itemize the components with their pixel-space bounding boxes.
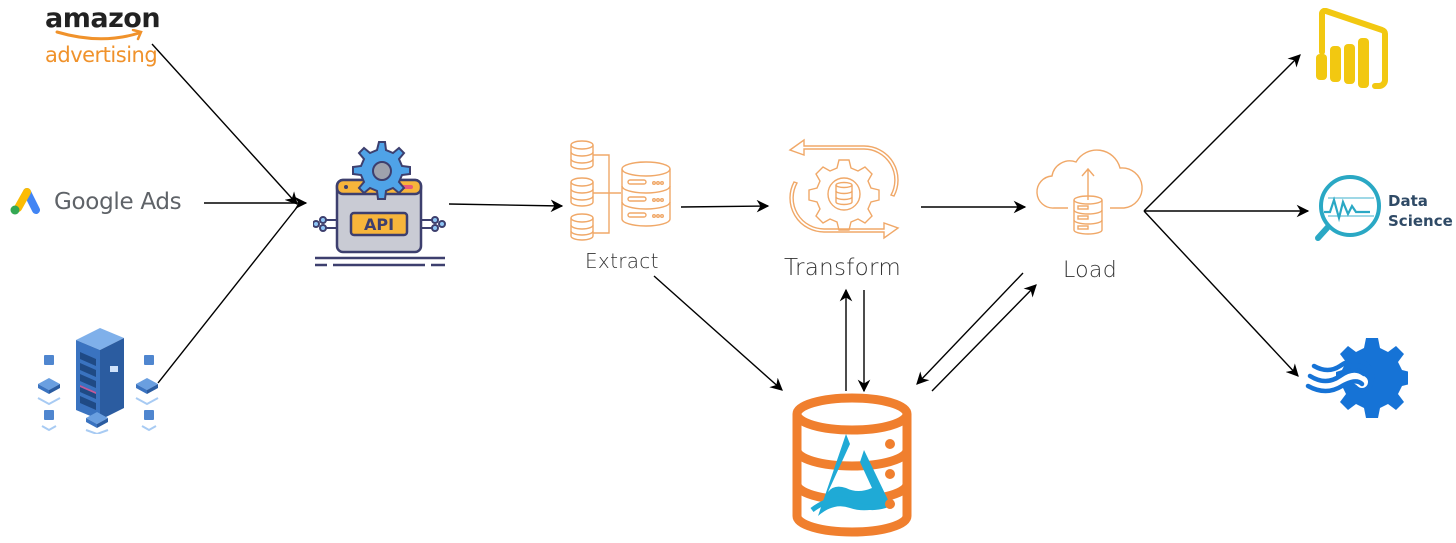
- destination-powerbi-icon: [1316, 8, 1388, 89]
- gear-icon: [352, 141, 411, 200]
- data-science-label-line2: Science: [1388, 212, 1453, 230]
- load-icon: [1036, 149, 1143, 235]
- arrow-servers-to-api: [157, 205, 299, 384]
- arrow-api-to-extract: [448, 199, 564, 213]
- arrow-storage-to-load: [931, 284, 1037, 392]
- small-db-3: [570, 213, 594, 241]
- google-ads-label: Google Ads: [54, 189, 182, 215]
- destination-automation-gear-icon: [1304, 338, 1408, 418]
- api-icon: API: [313, 141, 446, 267]
- data-lake-logo-icon: [810, 434, 896, 516]
- source-servers-icon: [37, 328, 159, 434]
- transform-label: Transform: [784, 255, 902, 281]
- load-label: Load: [1063, 258, 1117, 283]
- arrow-load-to-storage: [916, 272, 1024, 385]
- arrow-load-to-powerbi: [1143, 54, 1301, 212]
- node-shadows: [37, 397, 159, 434]
- arrow-load-to-automation: [1143, 210, 1299, 377]
- arrow-extract-to-storage: [653, 275, 783, 391]
- arrow-extract-to-transform: [680, 199, 770, 213]
- source-amazon-advertising: amazon advertising: [45, 4, 161, 70]
- gear-icon: [808, 159, 880, 231]
- source-google-ads: Google Ads: [8, 186, 198, 220]
- amazon-wordmark: amazon: [45, 3, 161, 34]
- data-science-label-line1: Data: [1388, 192, 1428, 210]
- small-db-2: [570, 177, 594, 207]
- destination-data-science: Data Science: [1312, 172, 1456, 248]
- cloud-icon: [1036, 149, 1143, 209]
- amazon-advertising-text: advertising: [45, 43, 158, 67]
- node-platforms: [38, 378, 158, 428]
- extract-label: Extract: [585, 249, 659, 273]
- node-cubes: [44, 355, 154, 420]
- wave-icon: [1304, 371, 1368, 392]
- google-ads-logo-icon: [10, 188, 40, 215]
- small-db-1: [570, 140, 594, 170]
- extract-icon: [570, 140, 671, 241]
- amazon-smile-icon: [55, 29, 143, 41]
- large-db: [621, 161, 671, 227]
- transform-icon: [788, 138, 900, 240]
- magnifier-chart-icon: [1315, 175, 1381, 241]
- arrow-amazon-to-api: [151, 43, 298, 205]
- upload-arrow-icon: [1081, 167, 1095, 200]
- api-label: API: [364, 215, 394, 234]
- storage-database-icon: [792, 393, 912, 537]
- server-rack-icon: [76, 328, 124, 420]
